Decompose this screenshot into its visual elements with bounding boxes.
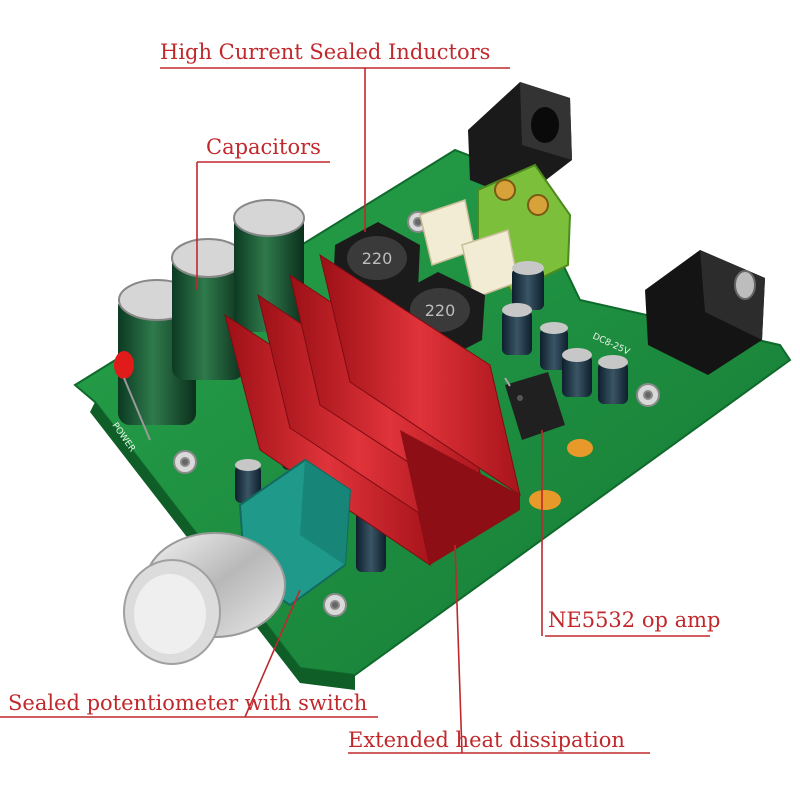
pcb-edge	[90, 402, 355, 690]
inductor-1-marking: 220	[362, 249, 393, 268]
label-inductors: High Current Sealed Inductors	[160, 40, 491, 64]
volume-knob	[123, 532, 286, 665]
power-led	[114, 351, 151, 441]
callout-lines	[0, 67, 710, 754]
heat-leader	[454, 544, 463, 754]
ceramic-capacitors	[529, 439, 593, 510]
label-heat-dissipation: Extended heat dissipation	[348, 728, 625, 752]
dc-power-jack	[468, 82, 572, 200]
heatsink	[224, 253, 521, 567]
op-amp-chip	[504, 372, 565, 440]
inductor-2-marking: 220	[425, 301, 456, 320]
label-potentiometer: Sealed potentiometer with switch	[8, 691, 368, 715]
label-op-amp: NE5532 op amp	[548, 608, 721, 632]
label-capacitors: Capacitors	[206, 135, 321, 159]
large-capacitors	[118, 199, 305, 425]
potentiometer-leader	[244, 589, 301, 718]
audio-jack	[645, 250, 765, 375]
